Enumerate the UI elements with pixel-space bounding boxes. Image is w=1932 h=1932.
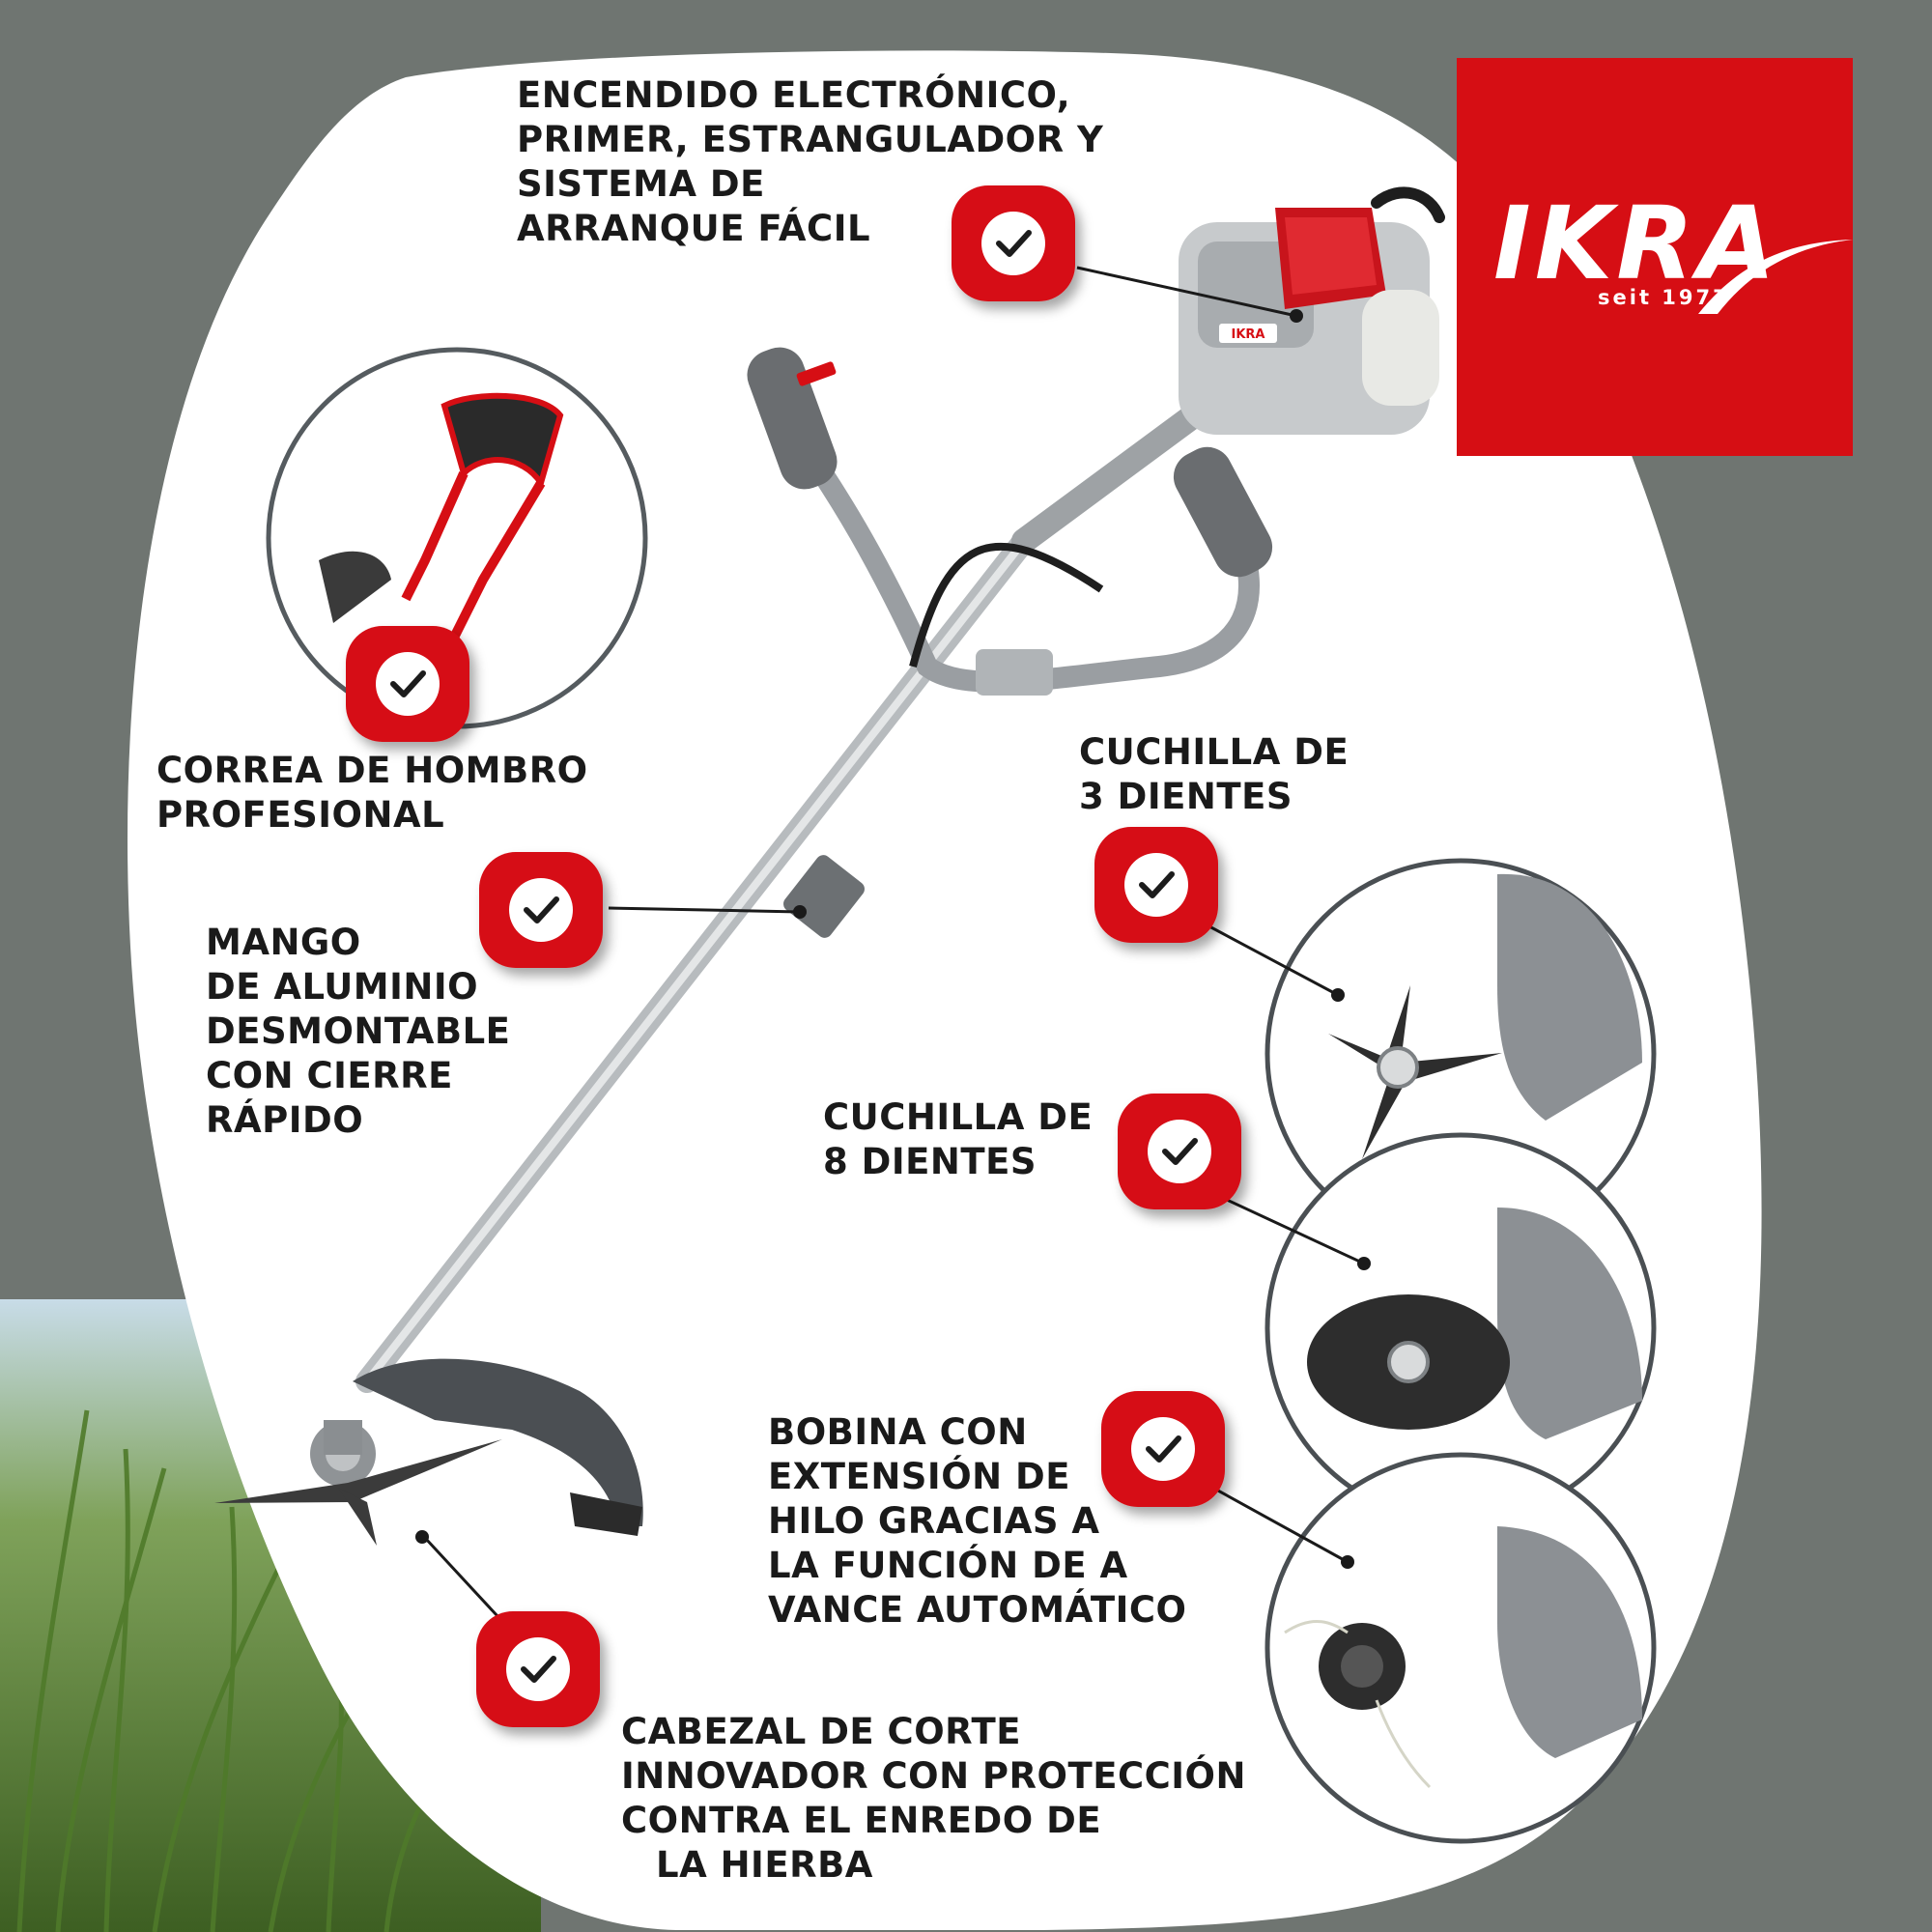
- feature-spool-label: BOBINA CON EXTENSIÓN DE HILO GRACIAS A L…: [768, 1411, 1187, 1631]
- zoom-3-tooth-blade: [1264, 858, 1657, 1250]
- check-badge-ignition: [952, 185, 1075, 301]
- zoom-trimmer-head: [1264, 1452, 1657, 1844]
- check-badge-head: [476, 1611, 600, 1727]
- check-badge-blade3: [1094, 827, 1218, 943]
- shoulder-strap: [319, 392, 564, 640]
- feature-shaft-label: MANGO DE ALUMINIO DESMONTABLE CON CIERRE…: [206, 922, 511, 1141]
- feature-strap-label: CORREA DE HOMBRO PROFESIONAL: [156, 750, 588, 836]
- check-icon: [521, 1656, 556, 1683]
- swoosh-icon: [1698, 240, 1853, 314]
- check-badge-blade8: [1118, 1094, 1241, 1209]
- feature-ignition-label: ENCENDIDO ELECTRÓNICO, PRIMER, ESTRANGUL…: [517, 74, 1104, 249]
- engine: IKRA: [1179, 186, 1445, 435]
- feature-blade3-label: CUCHILLA DE 3 DIENTES: [1079, 731, 1350, 817]
- brand-name: IKRA: [1493, 185, 1779, 302]
- leader-dots: [415, 309, 1371, 1569]
- svg-text:IKRA: IKRA: [1232, 327, 1265, 342]
- brush-cutter-image: IKRA: [214, 186, 1445, 1546]
- zoom-8-tooth-blade: [1264, 1132, 1657, 1524]
- brand-tagline: seit 1977: [1598, 286, 1730, 309]
- check-icon: [996, 230, 1032, 257]
- cutting-guard: [214, 1358, 643, 1546]
- check-icon: [1139, 871, 1175, 898]
- feature-blade8-label: CUCHILLA DE 8 DIENTES: [823, 1096, 1094, 1182]
- check-icon: [1146, 1435, 1181, 1463]
- feature-head-label: CABEZAL DE CORTE INNOVADOR CON PROTECCIÓ…: [621, 1711, 1246, 1886]
- check-icon: [1162, 1138, 1198, 1165]
- check-icon: [524, 896, 559, 923]
- check-badge-shaft: [479, 852, 603, 968]
- brand-logo: IKRA seit 1977: [1457, 58, 1853, 456]
- check-badge-strap: [346, 626, 469, 742]
- check-icon: [390, 670, 426, 697]
- check-badge-spool: [1101, 1391, 1225, 1507]
